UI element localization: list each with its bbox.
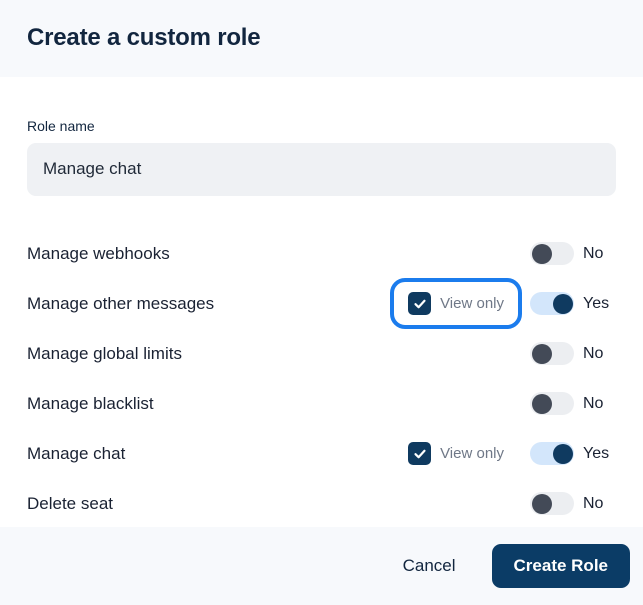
- toggle-knob: [531, 393, 552, 414]
- permission-label: Manage blacklist: [27, 393, 154, 413]
- permission-label: Delete seat: [27, 493, 113, 513]
- permission-row: Delete seatView onlyNo: [27, 479, 616, 529]
- permission-toggle-group: No: [530, 342, 616, 366]
- role-name-field-group: Role name: [27, 77, 616, 196]
- permission-row: Manage webhooksView onlyNo: [27, 229, 616, 279]
- page-title: Create a custom role: [27, 24, 261, 52]
- modal-footer: Cancel Create Role: [0, 527, 643, 605]
- checkmark-icon[interactable]: [408, 442, 432, 466]
- permission-toggle[interactable]: [530, 242, 574, 266]
- permission-label: Manage chat: [27, 443, 126, 463]
- view-only-label: View only: [440, 444, 504, 462]
- permission-toggle-group: No: [530, 242, 616, 266]
- permission-row: Manage global limitsView onlyNo: [27, 329, 616, 379]
- create-role-button[interactable]: Create Role: [491, 544, 630, 588]
- permission-toggle-group: No: [530, 392, 616, 416]
- permission-label: Manage other messages: [27, 293, 215, 313]
- toggle-state-label: No: [583, 345, 604, 363]
- permission-toggle-group: Yes: [530, 442, 616, 466]
- permission-toggle[interactable]: [530, 392, 574, 416]
- permission-toggle-group: Yes: [530, 292, 616, 316]
- view-only-label: View only: [440, 294, 504, 312]
- permission-toggle[interactable]: [530, 442, 574, 466]
- toggle-knob: [552, 443, 573, 464]
- toggle-knob: [531, 243, 552, 264]
- permission-toggle[interactable]: [530, 492, 574, 516]
- role-name-input[interactable]: [27, 142, 616, 196]
- toggle-knob: [531, 343, 552, 364]
- toggle-state-label: No: [583, 395, 604, 413]
- permission-label: Manage global limits: [27, 343, 182, 363]
- permission-toggle-group: No: [530, 492, 616, 516]
- permission-row: Manage other messages View only Yes: [27, 278, 616, 330]
- toggle-state-label: Yes: [583, 295, 610, 313]
- permission-row: Manage blacklistView onlyNo: [27, 379, 616, 429]
- toggle-knob: [552, 293, 573, 314]
- toggle-state-label: No: [583, 245, 604, 263]
- permission-row: Manage chat View only Yes: [27, 429, 616, 479]
- cancel-button[interactable]: Cancel: [381, 546, 478, 586]
- view-only-checkbox-group[interactable]: View only: [390, 278, 522, 330]
- modal-header: Create a custom role: [0, 0, 643, 77]
- view-only-checkbox-group[interactable]: View only: [398, 436, 514, 471]
- permission-toggle[interactable]: [530, 292, 574, 316]
- modal-body: Role name Manage webhooksView onlyNoMana…: [0, 77, 643, 527]
- permission-label: Manage webhooks: [27, 243, 170, 263]
- checkmark-icon[interactable]: [408, 292, 432, 316]
- toggle-state-label: Yes: [583, 445, 610, 463]
- permission-toggle[interactable]: [530, 342, 574, 366]
- role-name-label: Role name: [27, 118, 95, 134]
- toggle-knob: [531, 493, 552, 514]
- permissions-list: Manage webhooksView onlyNoManage other m…: [27, 229, 616, 529]
- toggle-state-label: No: [583, 495, 604, 513]
